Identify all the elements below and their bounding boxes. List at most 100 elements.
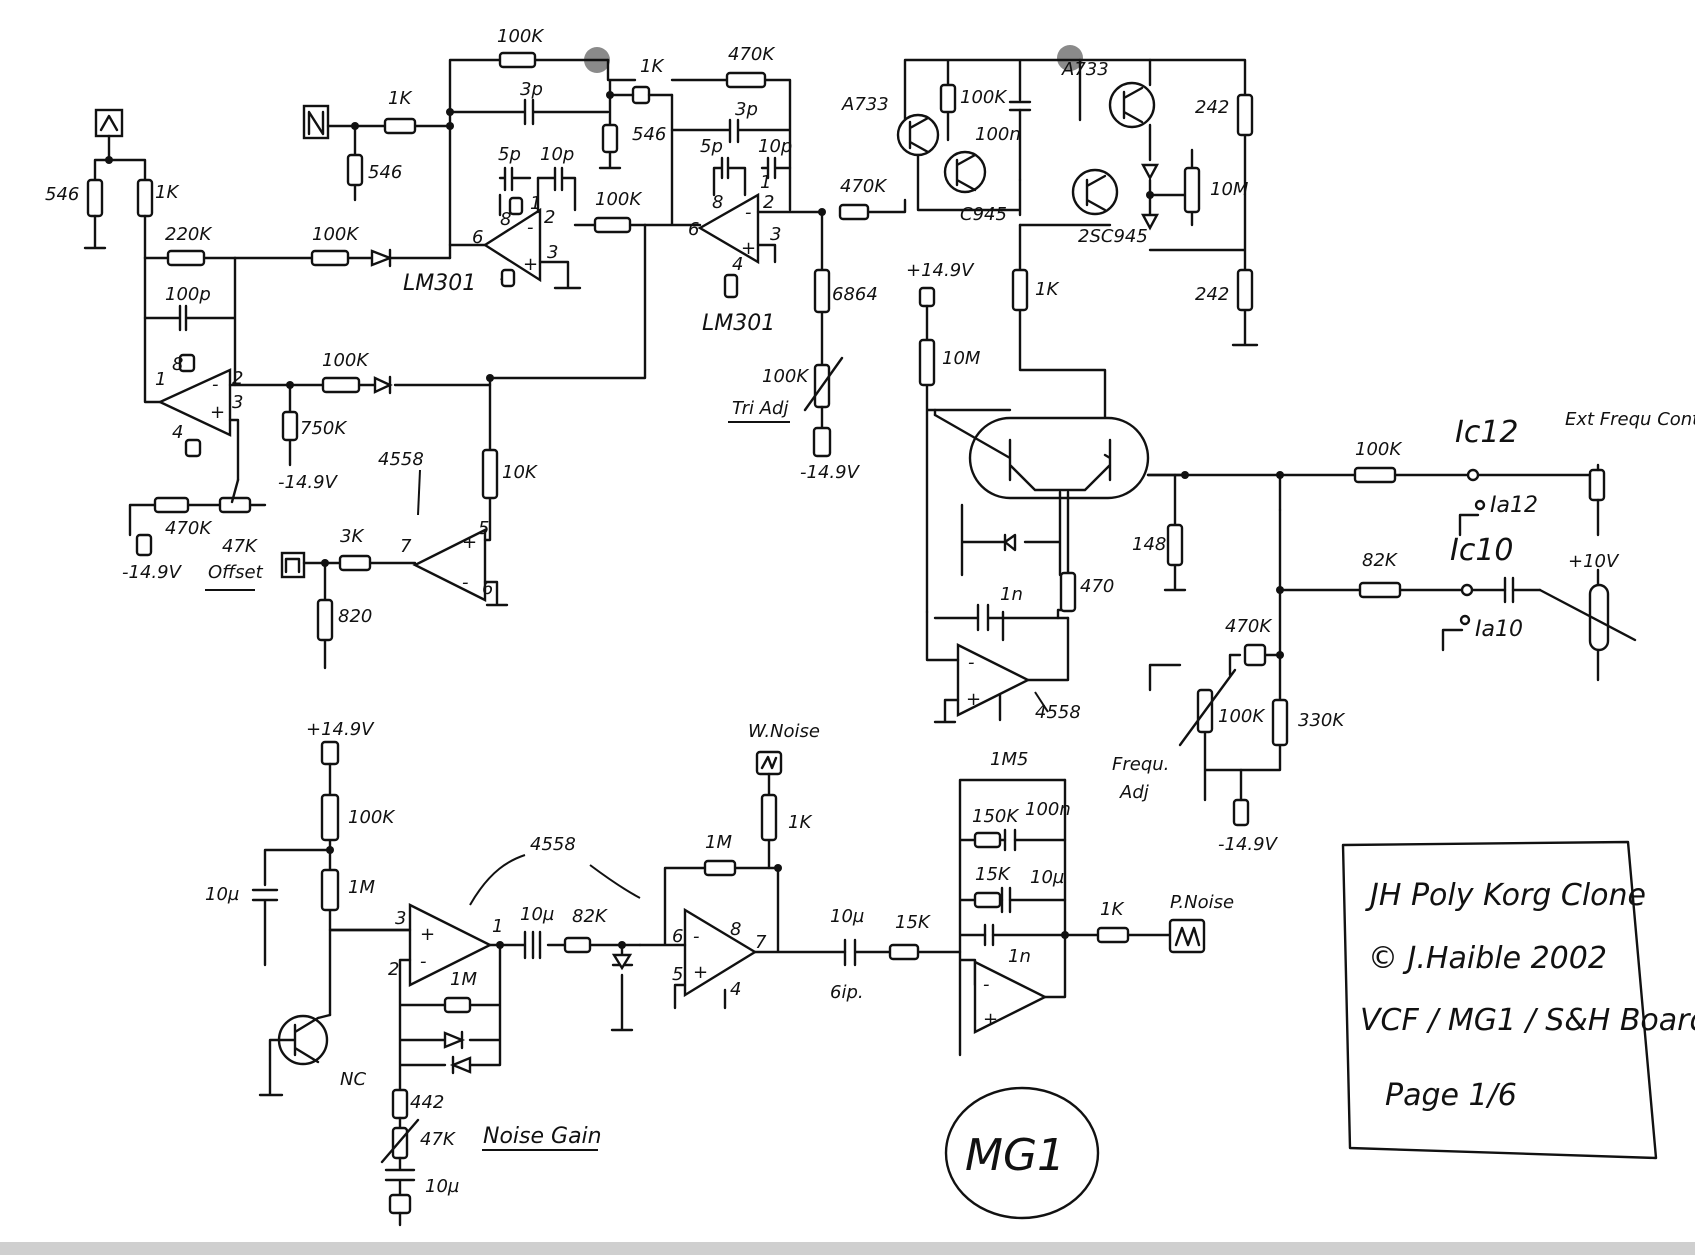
svg-text:+: + [210, 402, 225, 423]
pin-4-d: 4 [732, 254, 743, 275]
label-10p-a: 10p [540, 144, 574, 165]
svg-text:-: - [212, 374, 219, 395]
resistor-242-a [1236, 93, 1254, 137]
label-10k: 10K [502, 462, 538, 483]
resistor-10k [481, 448, 499, 500]
triangle-input-section: 546 1K 220K 100p - + 8 1 2 3 4 750K -14.… [45, 108, 494, 591]
resistor-6864 [813, 268, 831, 314]
label-442: 442 [410, 1092, 444, 1113]
pin-8-c: 8 [500, 209, 511, 230]
transistor-a733-left [896, 113, 940, 157]
resistor-10m-a [1183, 166, 1201, 214]
label-330k: 330K [1298, 710, 1345, 731]
label-470k-freq: 470K [1225, 616, 1272, 637]
label-546-c: 546 [632, 124, 666, 145]
label-ia10: Ia10 [1475, 617, 1523, 642]
pin-1-e: 1 [492, 916, 503, 937]
label-1k-n: 1K [388, 88, 412, 109]
label-3p-a: 3p [520, 79, 543, 100]
label-pos-a: +14.9V [906, 260, 975, 281]
svg-text:+: + [983, 1009, 998, 1030]
resistor-470k-offset [153, 496, 190, 514]
label-820: 820 [338, 606, 372, 627]
label-47k-noise-gain: 47K [420, 1129, 456, 1150]
label-242-a: 242 [1195, 97, 1229, 118]
label-noise-gain: Noise Gain [483, 1124, 602, 1149]
label-freq-adj-2: Adj [1119, 782, 1149, 803]
pin-1-c: 1 [530, 193, 541, 214]
svg-text:-: - [745, 202, 752, 223]
label-a733-right: A733 [1061, 59, 1109, 80]
transistor-c945-left [943, 150, 987, 194]
pin-1-a: 1 [155, 369, 166, 390]
svg-text:+: + [462, 532, 477, 553]
resistor-100k-d [321, 376, 361, 394]
pin-7-f: 7 [755, 932, 767, 953]
label-82k-ic10: 82K [1362, 550, 1398, 571]
svg-text:+: + [966, 689, 981, 710]
label-neg-a: -14.9V [278, 472, 339, 493]
label-a733-left: A733 [841, 94, 889, 115]
lm301-second-stage: 470K 3p - + 6 2 3 8 1 4 5p 10p LM301 470… [643, 44, 907, 483]
label-c945: C945 [960, 204, 1007, 225]
label-100k-tri: 100K [762, 366, 809, 387]
pin-1-d: 1 [760, 172, 771, 193]
resistor-148 [1166, 523, 1184, 567]
label-10u-d: 10µ [830, 906, 864, 927]
label-100n: 100n [975, 124, 1021, 145]
svg-text:+: + [523, 254, 538, 275]
svg-text:-: - [462, 572, 469, 593]
resistor-82k-ic10 [1358, 581, 1402, 599]
label-100k-b: 100K [312, 224, 359, 245]
svg-text:-: - [983, 974, 990, 995]
label-750k: 750K [300, 418, 347, 439]
label-1k-e: 1K [1035, 279, 1059, 300]
triangle-wave-connector [94, 108, 124, 138]
opamp-4558-d [683, 907, 758, 998]
title-line-1: JH Poly Korg Clone [1365, 878, 1646, 913]
label-freq-adj-1: Frequ. [1112, 754, 1169, 775]
svg-text:-: - [693, 926, 700, 947]
label-1k-c: 1K [640, 56, 664, 77]
resistor-15k-b [973, 891, 1002, 909]
opamp-4558-b [956, 643, 1031, 717]
resistor-100k-ic12 [1353, 466, 1397, 484]
label-100k-noise: 100K [348, 807, 395, 828]
label-546-b: 546 [368, 162, 402, 183]
ext-freq-jack [1588, 468, 1606, 502]
label-nc: NC [340, 1069, 366, 1090]
label-10u-c: 10µ [520, 904, 554, 925]
resistor-546-c [601, 123, 619, 154]
svg-text:+: + [693, 962, 708, 983]
label-lm301-a: LM301 [403, 271, 476, 296]
svg-text:-: - [527, 217, 534, 238]
resistor-470k-freq [1243, 643, 1267, 667]
label-15k-a: 15K [895, 912, 931, 933]
label-1m-fb: 1M [450, 969, 477, 990]
opamp-integrator-left [157, 368, 232, 437]
label-tri-adj: Tri Adj [732, 398, 788, 419]
label-148: 148 [1132, 534, 1166, 555]
resistor-100k-b [310, 249, 350, 267]
resistor-1k-n [383, 117, 417, 135]
label-6864: 6864 [832, 284, 878, 305]
label-1k-p: 1K [1100, 899, 1124, 920]
hole-punch-right [1057, 45, 1083, 71]
resistor-1m-b [703, 859, 737, 877]
pin-2-e: 2 [388, 959, 399, 980]
label-ic12: Ic12 [1455, 415, 1519, 450]
label-1m-noise: 1M [348, 877, 375, 898]
pin-4-a: 4 [172, 422, 183, 443]
pin-5-b: 5 [478, 518, 489, 539]
pin-6-a: 6 [472, 227, 483, 248]
label-4558-a: 4558 [378, 449, 424, 470]
pin-6-b: 6 [482, 578, 493, 599]
svg-text:-: - [968, 652, 975, 673]
label-100k-ic12: 100K [1355, 439, 1402, 460]
pin-7-b: 7 [400, 536, 412, 557]
pin-6-f: 6 [672, 926, 683, 947]
output-section: 100K Ic12 Ia12 Ext Frequ Contr. 82K Ic10… [1112, 409, 1695, 855]
opamp-4558-a [412, 528, 487, 602]
label-3k: 3K [340, 526, 364, 547]
